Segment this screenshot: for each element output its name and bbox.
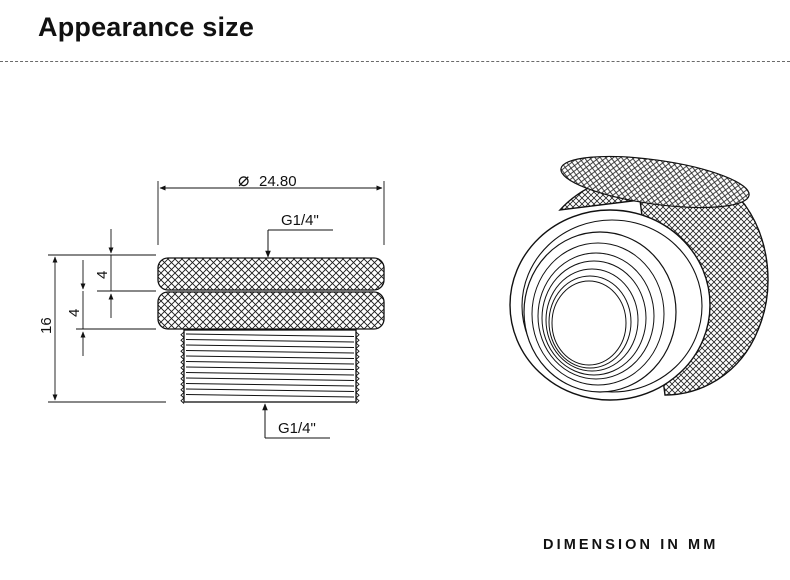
thread-line xyxy=(185,383,355,387)
thread-crest xyxy=(180,331,185,338)
thread-crest xyxy=(180,337,185,344)
bottom-thread-leader xyxy=(262,403,330,439)
top-thread-leader xyxy=(265,229,333,258)
thread-line xyxy=(185,388,355,392)
thread-crest xyxy=(180,397,185,404)
front-view xyxy=(157,257,385,404)
thread-crest xyxy=(355,337,360,344)
thread-crest xyxy=(355,370,360,377)
diameter-symbol: ⌀ xyxy=(238,170,249,191)
thread-crest xyxy=(355,342,360,349)
thread-line xyxy=(185,366,355,370)
thread-crest xyxy=(180,375,185,382)
thread-crest xyxy=(355,364,360,371)
knurl-band-upper xyxy=(157,257,385,291)
thread-line xyxy=(185,344,355,348)
height-dimension xyxy=(48,254,166,403)
lower-band-dimension xyxy=(76,260,156,356)
top-thread-label: G1/4" xyxy=(281,212,319,229)
upper-band-value: 4 xyxy=(94,271,111,279)
thread-crest xyxy=(180,386,185,393)
thread-crest xyxy=(355,386,360,393)
thread-crest xyxy=(355,375,360,382)
thread-crest xyxy=(180,348,185,355)
thread-line xyxy=(185,361,355,365)
thread-crest xyxy=(180,370,185,377)
thread-crest xyxy=(355,392,360,399)
upper-band-dimension xyxy=(97,229,156,318)
thread-crest xyxy=(180,392,185,399)
thread-crest xyxy=(355,331,360,338)
diameter-value: 24.80 xyxy=(259,173,297,190)
thread-crest xyxy=(180,353,185,360)
isometric-view xyxy=(509,155,769,401)
thread-crest xyxy=(355,397,360,404)
thread-line xyxy=(185,372,355,376)
diameter-dimension xyxy=(157,181,385,245)
lower-band-value: 4 xyxy=(66,309,83,317)
thread-crest xyxy=(355,348,360,355)
thread-line xyxy=(185,333,355,337)
thread-crest xyxy=(355,381,360,388)
thread-crest xyxy=(180,364,185,371)
thread-line xyxy=(185,350,355,354)
height-value: 16 xyxy=(38,317,55,334)
thread-line xyxy=(185,377,355,381)
thread-crest xyxy=(180,381,185,388)
knurl-band-lower xyxy=(157,291,385,330)
bottom-thread-label: G1/4" xyxy=(278,420,316,437)
thread-line xyxy=(185,394,355,398)
units-note: DIMENSION IN MM xyxy=(543,537,719,553)
thread-line xyxy=(185,355,355,359)
thread-crest xyxy=(355,359,360,366)
page-title: Appearance size xyxy=(38,12,255,42)
header-divider xyxy=(0,61,790,62)
thread-crest xyxy=(180,342,185,349)
thread-crest xyxy=(355,353,360,360)
thread-line xyxy=(185,339,355,343)
thread-crest xyxy=(180,359,185,366)
